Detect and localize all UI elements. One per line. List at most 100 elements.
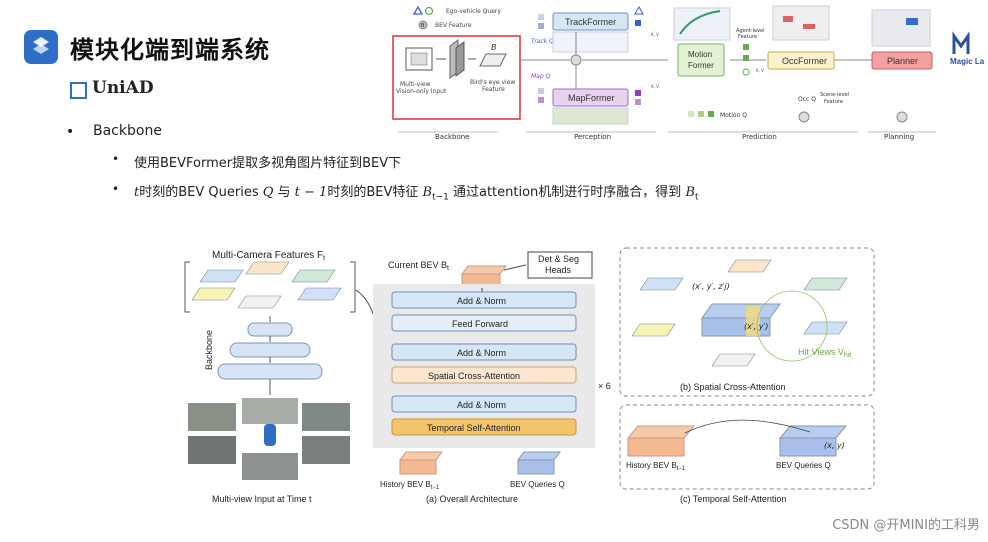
motion-viz — [673, 7, 731, 41]
stage-backbone: Backbone — [435, 133, 469, 141]
feed-forward-layer — [391, 314, 577, 332]
mapformer-block — [552, 88, 629, 107]
agent-square — [743, 44, 749, 50]
heads-label: Heads — [545, 265, 572, 275]
track-output-square — [635, 20, 641, 26]
motion-trajectory — [679, 10, 721, 35]
kv-label-occ: K, V — [756, 68, 764, 73]
bullet-bevformer: 使用BEVFormer提取多视角图片特征到BEV下 — [134, 156, 402, 171]
det-seg-label: Det & Seg — [538, 254, 579, 264]
stage-prediction: Prediction — [742, 133, 777, 141]
encoder-slab — [455, 41, 465, 77]
add-norm-label: Add & Norm — [457, 348, 506, 358]
backbone-layer — [247, 322, 293, 337]
sca-pillar — [746, 306, 760, 336]
tsa-queries-label: BEV Queries Q — [776, 461, 831, 470]
bullet-dot-icon: • — [112, 152, 120, 166]
det-seg-heads-box — [527, 251, 593, 279]
spatial-cross-attention-layer — [391, 366, 577, 384]
multi-view-label: Multi-view — [400, 81, 431, 88]
stage-planning: Planning — [884, 133, 914, 141]
bullet-backbone: Backbone — [93, 123, 162, 139]
feature-label-agent: Feature — [738, 34, 757, 40]
feature-plane — [237, 295, 282, 309]
multi-camera-label: Multi-Camera Features Ft — [212, 250, 325, 262]
sca-view-plane — [727, 259, 772, 273]
tsa-history-cube — [627, 437, 685, 457]
bracket-left — [184, 261, 190, 313]
csdn-watermark: CSDN @开MINI的工科男 — [832, 518, 980, 533]
kv-label-track: K, V — [651, 32, 659, 37]
current-bev-cube — [461, 265, 507, 275]
backbone-box — [392, 35, 521, 120]
hit-views-circle — [756, 290, 828, 362]
query-square — [538, 88, 544, 94]
section-subtitle: UniAD — [92, 78, 154, 98]
repeat-label: × 6 — [598, 381, 611, 391]
track-output-icon — [634, 5, 644, 15]
history-bev-cube — [399, 451, 443, 461]
multi-view-input-label: Multi-view Input at Time t — [212, 494, 312, 504]
feature-plane — [199, 269, 244, 283]
sca-view-plane — [803, 321, 848, 335]
sca-view-plane — [631, 323, 676, 337]
motion-q-square — [708, 111, 714, 117]
camera-icon — [410, 52, 428, 66]
sca-xy-label: (x′, y′) — [744, 322, 768, 331]
former-label: Former — [688, 61, 714, 70]
ego-car-icon — [264, 424, 276, 446]
query-square — [538, 97, 544, 103]
motion-former-block — [677, 43, 725, 77]
bev-queries-label: BEV Queries Q — [510, 480, 565, 489]
backbone-layer — [217, 363, 323, 380]
feature-plane — [245, 261, 290, 275]
bev-plane — [479, 53, 507, 67]
history-bev-label: History BEV Bt−1 — [380, 480, 440, 491]
trackformer-label: TrackFormer — [565, 17, 616, 27]
map-q-label: Map Q — [531, 73, 551, 80]
motion-q-square — [698, 111, 704, 117]
tsa-queries-cube — [779, 437, 837, 457]
sca-caption: (b) Spatial Cross-Attention — [680, 382, 786, 392]
map-viz — [552, 107, 629, 125]
camera-image — [242, 453, 298, 480]
feature-plane — [297, 287, 342, 301]
planner-label: Planner — [887, 56, 918, 66]
tsa-queries-cube — [778, 425, 848, 439]
occ-q-label: Occ Q — [798, 96, 816, 103]
camera-image — [302, 436, 350, 464]
sca-label: Spatial Cross-Attention — [428, 371, 520, 381]
checkbox-square-icon — [70, 82, 87, 99]
bev-feature-label: Bird's eye view — [470, 79, 515, 86]
stage-perception: Perception — [574, 133, 611, 141]
agent-feature-label: Agent-level — [736, 28, 765, 34]
track-viz — [552, 31, 629, 53]
occformer-label: OccFormer — [782, 56, 827, 66]
tsa-label: Temporal Self-Attention — [427, 423, 521, 433]
bev-queries-cube — [517, 451, 561, 461]
feature-label-scene: Feature — [824, 99, 843, 105]
motion-q-square — [688, 111, 694, 117]
agent-circle-icon — [742, 68, 750, 76]
camera-image — [302, 403, 350, 431]
tsa-xy-label: (x, y) — [824, 441, 845, 450]
agent-square — [743, 55, 749, 61]
planner-block — [871, 51, 933, 70]
backbone-layer — [229, 342, 311, 358]
plan-viz — [871, 9, 931, 47]
occ-viz — [772, 5, 830, 41]
bracket-right — [350, 261, 356, 313]
mapformer-label: MapFormer — [568, 93, 615, 103]
app-logo — [24, 30, 58, 64]
tsa-history-label: History BEV Bt−1 — [626, 461, 686, 472]
bev-queries-cube — [517, 459, 555, 475]
query-square — [538, 14, 544, 20]
page-title: 模块化端到端系统 — [70, 36, 270, 64]
sca-view-plane — [711, 353, 756, 367]
occ-mark — [803, 24, 815, 29]
sca-view-plane — [639, 277, 684, 291]
query-square — [538, 23, 544, 29]
add-norm-layer — [391, 343, 577, 361]
ego-query-triangle-icon — [412, 5, 424, 15]
occ-mark — [783, 16, 793, 22]
